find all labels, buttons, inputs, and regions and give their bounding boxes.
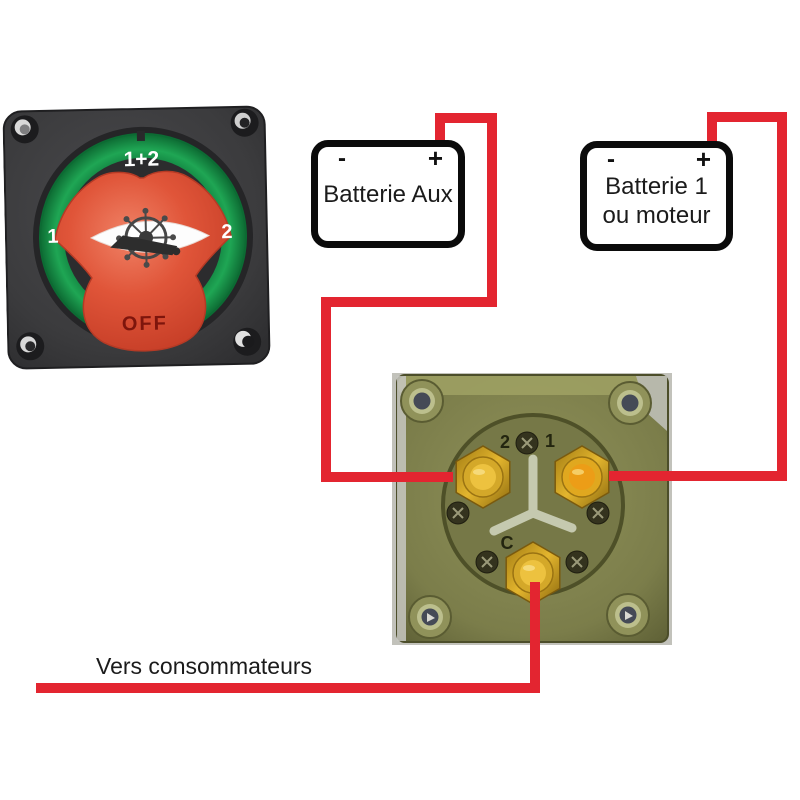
battery-1-box: - + Batterie 1 ou moteur	[580, 141, 733, 251]
battery-1-minus-terminal: -	[607, 146, 615, 173]
terminal-c-label: C	[501, 533, 514, 553]
battery-switch-rear-photo: 2 1 C	[392, 373, 672, 645]
rear-corner-post-bottom-left	[408, 595, 452, 639]
terminal-1-label: 1	[545, 431, 555, 451]
battery-1-label: Batterie 1 ou moteur	[587, 172, 726, 230]
front-mounting-hole-top-left	[10, 115, 39, 144]
terminal-1-stud[interactable]	[554, 445, 610, 509]
rear-y-divider	[489, 454, 577, 536]
switch-position-off-label: OFF	[122, 312, 168, 335]
rear-screw-glints	[452, 437, 604, 568]
rear-body-left-face	[397, 376, 406, 641]
battery-aux-plus-terminal: +	[427, 143, 443, 173]
front-mounting-hole-bottom-right	[233, 327, 262, 356]
ship-wheel-icon	[110, 207, 181, 268]
front-mounting-hole-bottom-left	[16, 332, 45, 361]
front-mounting-hole-top-right	[230, 108, 259, 137]
battery-1-label-line1: Batterie 1	[605, 173, 708, 200]
front-switch-knob[interactable]	[54, 170, 234, 353]
battery-aux-minus-terminal: -	[338, 145, 346, 172]
front-switch-top-notch	[136, 130, 145, 142]
battery-switch-front-photo: 1+2 1 2 OFF	[2, 105, 271, 370]
rear-corner-post-bottom-right	[606, 593, 650, 637]
battery-1-plus-terminal: +	[695, 144, 711, 174]
switch-position-1plus2-label: 1+2	[123, 148, 159, 172]
consumers-label: Vers consommateurs	[96, 653, 313, 679]
switch-position-2-label: 2	[221, 221, 233, 243]
battery-aux-label: Batterie Aux	[323, 181, 453, 208]
rear-corner-post-top-left	[400, 379, 444, 423]
battery-1-label-line2: ou moteur	[602, 202, 711, 229]
terminal-2-label: 2	[500, 432, 510, 452]
terminal-c-stud[interactable]	[505, 541, 561, 605]
switch-position-1-label: 1	[47, 226, 59, 248]
battery-aux-box: - + Batterie Aux	[311, 140, 465, 248]
rear-corner-post-top-right	[608, 381, 652, 425]
